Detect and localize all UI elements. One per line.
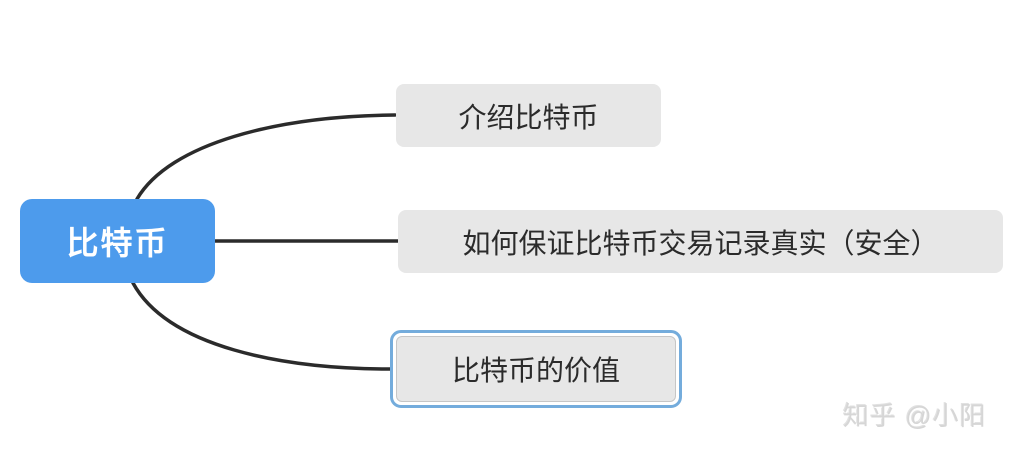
connector-root-to-branch-1 — [135, 113, 397, 201]
connector-root-to-branch-3 — [131, 281, 393, 371]
node-branch-intro-label: 介绍比特币 — [458, 101, 599, 133]
node-branch-security-label: 如何保证比特币交易记录真实（安全） — [462, 227, 939, 259]
node-branch-security[interactable]: 如何保证比特币交易记录真实（安全） — [398, 210, 1003, 273]
node-branch-intro[interactable]: 介绍比特币 — [396, 84, 661, 147]
node-root-label: 比特币 — [66, 225, 169, 261]
watermark: 知乎 @小阳 — [843, 401, 987, 431]
node-root[interactable]: 比特币 — [20, 199, 215, 283]
node-branch-value-label: 比特币的价值 — [451, 355, 620, 386]
node-branch-value-selection-outline[interactable]: 比特币的价值 — [390, 330, 682, 408]
node-branch-value[interactable]: 比特币的价值 — [396, 336, 676, 402]
